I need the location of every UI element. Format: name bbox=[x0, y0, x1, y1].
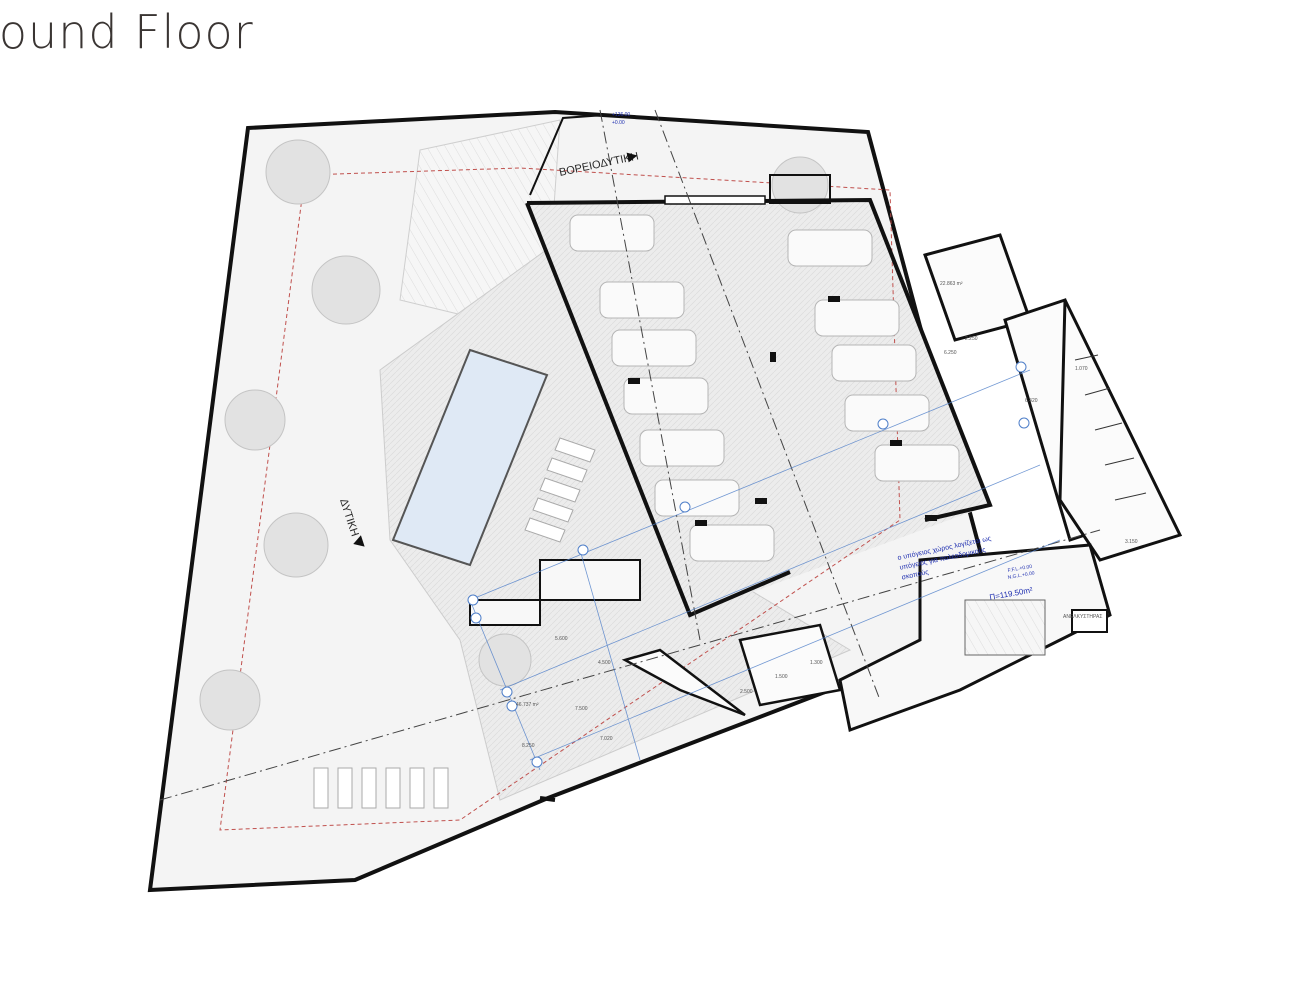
grid-markers bbox=[467, 361, 1030, 768]
swimming-pool bbox=[391, 348, 549, 567]
area-small-2: 22.863 m² bbox=[940, 281, 963, 287]
area-small: 46.737 m² bbox=[516, 702, 539, 708]
north-gate bbox=[664, 195, 766, 205]
svg-text:6.420: 6.420 bbox=[1025, 398, 1038, 404]
east-wing-partitions bbox=[1074, 354, 1147, 501]
svg-text:3.150: 3.150 bbox=[1125, 539, 1138, 545]
svg-text:1.070: 1.070 bbox=[1075, 366, 1088, 372]
pool-house bbox=[539, 559, 641, 601]
site-boundary-line bbox=[219, 167, 901, 831]
parked-cars bbox=[569, 214, 960, 562]
svg-text:7.020: 7.020 bbox=[600, 736, 613, 742]
level-ngl: N.G.L.+0.00 bbox=[1007, 570, 1035, 581]
south-rooms bbox=[621, 623, 842, 717]
bench-row bbox=[313, 767, 449, 809]
elevation-top-2: +0.00 bbox=[612, 120, 625, 126]
svg-text:2.250: 2.250 bbox=[965, 336, 978, 342]
columns bbox=[628, 296, 937, 526]
dimension-labels: 2.250 7.020 6.250 1.070 6.420 3.150 5.60… bbox=[522, 336, 1138, 749]
storage-room bbox=[1071, 609, 1108, 633]
svg-text:1.300: 1.300 bbox=[810, 660, 823, 666]
east-wing bbox=[923, 233, 1183, 562]
stair-label: ΑΝΕΛΚΥΣΤΗΡΑΣ bbox=[1063, 614, 1102, 620]
axis-lines bbox=[159, 109, 1101, 801]
svg-text:4.500: 4.500 bbox=[598, 660, 611, 666]
page-title: round Floor bbox=[0, 5, 254, 59]
staircase bbox=[964, 599, 1046, 656]
elevation-top: +136.00 bbox=[612, 112, 630, 118]
north-shed bbox=[769, 174, 831, 204]
pool-house-annex bbox=[469, 599, 541, 626]
north-wall bbox=[529, 114, 606, 196]
svg-text:5.600: 5.600 bbox=[555, 636, 568, 642]
svg-text:7.500: 7.500 bbox=[575, 706, 588, 712]
svg-text:6.250: 6.250 bbox=[944, 350, 957, 356]
svg-text:8.250: 8.250 bbox=[522, 743, 535, 749]
level-ffl: F.F.L.+0.00 bbox=[1007, 564, 1032, 574]
sun-loungers bbox=[524, 437, 596, 543]
grid-lines bbox=[469, 369, 1061, 771]
svg-text:1.500: 1.500 bbox=[775, 674, 788, 680]
parking-structure-wall-west bbox=[525, 202, 791, 618]
svg-text:2.500: 2.500 bbox=[740, 689, 753, 695]
